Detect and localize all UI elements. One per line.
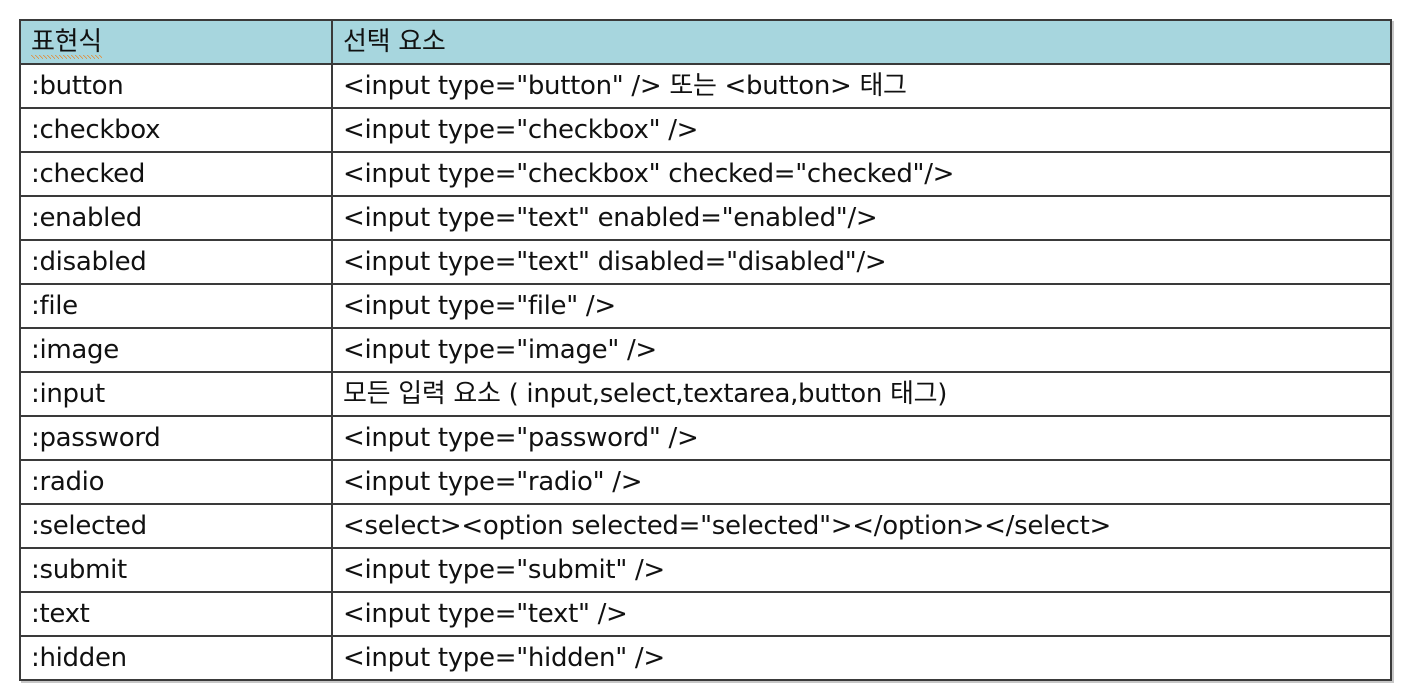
expression-text: :disabled bbox=[31, 246, 147, 277]
cell-expression: :hidden bbox=[19, 635, 333, 681]
element-text: <input type="checkbox" /> bbox=[343, 114, 699, 145]
cell-element: <input type="checkbox" checked="checked"… bbox=[331, 151, 1392, 197]
expression-text: :hidden bbox=[31, 642, 127, 673]
table-header-row: 표현식 선택 요소 bbox=[19, 19, 1392, 65]
cell-expression: :image bbox=[19, 327, 333, 373]
cell-element: <select><option selected="selected"></op… bbox=[331, 503, 1392, 549]
element-text: <input type="text" /> bbox=[343, 598, 628, 629]
element-text: <input type="radio" /> bbox=[343, 466, 643, 497]
cell-expression: :selected bbox=[19, 503, 333, 549]
cell-expression: :checkbox bbox=[19, 107, 333, 153]
element-text: <input type="text" disabled="disabled"/> bbox=[343, 246, 887, 277]
table-row: :enabled <input type="text" enabled="enab… bbox=[19, 195, 1392, 241]
cell-element: <input type="button" /> 또는 <button> 태그 bbox=[331, 63, 1392, 109]
cell-expression: :submit bbox=[19, 547, 333, 593]
cell-expression: :enabled bbox=[19, 195, 333, 241]
table-row: :selected <select><option selected="selec… bbox=[19, 503, 1392, 549]
expression-text: :checked bbox=[31, 158, 146, 189]
expression-text: :button bbox=[31, 70, 124, 101]
element-text: <input type="hidden" /> bbox=[343, 642, 665, 673]
element-text: <input type="submit" /> bbox=[343, 554, 665, 585]
cell-expression: :radio bbox=[19, 459, 333, 505]
table-row: :image <input type="image" /> bbox=[19, 327, 1392, 373]
expression-text: :selected bbox=[31, 510, 147, 541]
element-text: <select><option selected="selected"></op… bbox=[343, 510, 1112, 541]
table-row: :input 모든 입력 요소 ( input,select,textarea,b… bbox=[19, 371, 1392, 417]
selector-reference-table: 표현식 선택 요소 :button <input type="button" />… bbox=[19, 19, 1392, 681]
element-text: <input type="file" /> bbox=[343, 290, 616, 321]
table-row: :file <input type="file" /> bbox=[19, 283, 1392, 329]
table-row: :button <input type="button" /> 또는 <butto… bbox=[19, 63, 1392, 109]
table-row: :hidden <input type="hidden" /> bbox=[19, 635, 1392, 681]
element-text: <input type="checkbox" checked="checked"… bbox=[343, 158, 955, 189]
cell-expression: :file bbox=[19, 283, 333, 329]
element-text: <input type="text" enabled="enabled"/> bbox=[343, 202, 878, 233]
expression-text: :password bbox=[31, 422, 161, 453]
table-row: :disabled <input type="text" disabled="di… bbox=[19, 239, 1392, 285]
cell-expression: :checked bbox=[19, 151, 333, 197]
expression-text: :checkbox bbox=[31, 114, 161, 145]
cell-expression: :button bbox=[19, 63, 333, 109]
cell-expression: :password bbox=[19, 415, 333, 461]
cell-expression: :input bbox=[19, 371, 333, 417]
expression-text: :file bbox=[31, 290, 78, 321]
cell-element: <input type="hidden" /> bbox=[331, 635, 1392, 681]
element-text: <input type="image" /> bbox=[343, 334, 657, 365]
element-text: <input type="button" /> 또는 <button> 태그 bbox=[343, 70, 907, 101]
column-header-element: 선택 요소 bbox=[331, 19, 1392, 65]
cell-expression: :text bbox=[19, 591, 333, 637]
table-row: :text <input type="text" /> bbox=[19, 591, 1392, 637]
expression-text: :image bbox=[31, 334, 119, 365]
cell-element: <input type="submit" /> bbox=[331, 547, 1392, 593]
expression-text: :enabled bbox=[31, 202, 142, 233]
cell-element: <input type="checkbox" /> bbox=[331, 107, 1392, 153]
expression-text: :input bbox=[31, 378, 105, 409]
cell-element: 모든 입력 요소 ( input,select,textarea,button … bbox=[331, 371, 1392, 417]
table-row: :radio <input type="radio" /> bbox=[19, 459, 1392, 505]
cell-element: <input type="text" /> bbox=[331, 591, 1392, 637]
table-row: :password <input type="password" /> bbox=[19, 415, 1392, 461]
cell-element: <input type="text" enabled="enabled"/> bbox=[331, 195, 1392, 241]
expression-text: :text bbox=[31, 598, 90, 629]
cell-element: <input type="file" /> bbox=[331, 283, 1392, 329]
column-header-expression-label: 표현식 bbox=[31, 26, 102, 59]
element-text: 모든 입력 요소 ( input,select,textarea,button … bbox=[343, 378, 948, 409]
element-text: <input type="password" /> bbox=[343, 422, 699, 453]
cell-element: <input type="image" /> bbox=[331, 327, 1392, 373]
column-header-expression: 표현식 bbox=[19, 19, 333, 65]
table-row: :submit <input type="submit" /> bbox=[19, 547, 1392, 593]
cell-element: <input type="text" disabled="disabled"/> bbox=[331, 239, 1392, 285]
expression-text: :submit bbox=[31, 554, 127, 585]
table-header: 표현식 선택 요소 bbox=[19, 19, 1392, 65]
column-header-element-label: 선택 요소 bbox=[343, 26, 446, 57]
table-row: :checkbox <input type="checkbox" /> bbox=[19, 107, 1392, 153]
table-row: :checked <input type="checkbox" checked="… bbox=[19, 151, 1392, 197]
cell-expression: :disabled bbox=[19, 239, 333, 285]
cell-element: <input type="password" /> bbox=[331, 415, 1392, 461]
expression-text: :radio bbox=[31, 466, 105, 497]
cell-element: <input type="radio" /> bbox=[331, 459, 1392, 505]
table-body: :button <input type="button" /> 또는 <butto… bbox=[19, 63, 1392, 681]
